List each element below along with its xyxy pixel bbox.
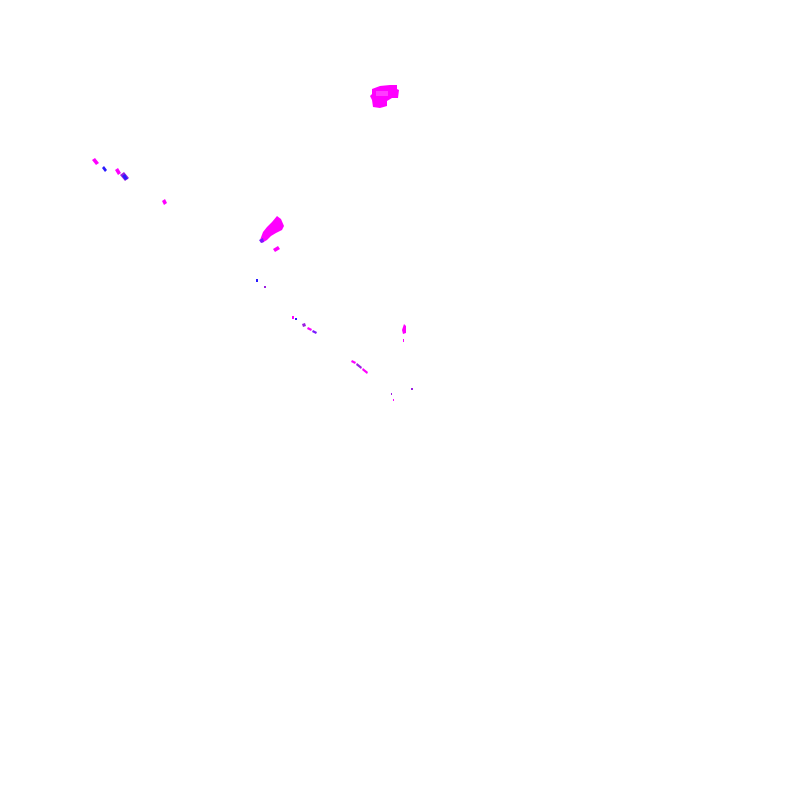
detection-marks-upper-left bbox=[92, 158, 167, 205]
detection-marks-diagonal bbox=[256, 279, 413, 401]
detection-cluster-top bbox=[370, 85, 399, 108]
detection-cluster-mid bbox=[259, 216, 284, 252]
detection-mark-right bbox=[402, 324, 406, 342]
